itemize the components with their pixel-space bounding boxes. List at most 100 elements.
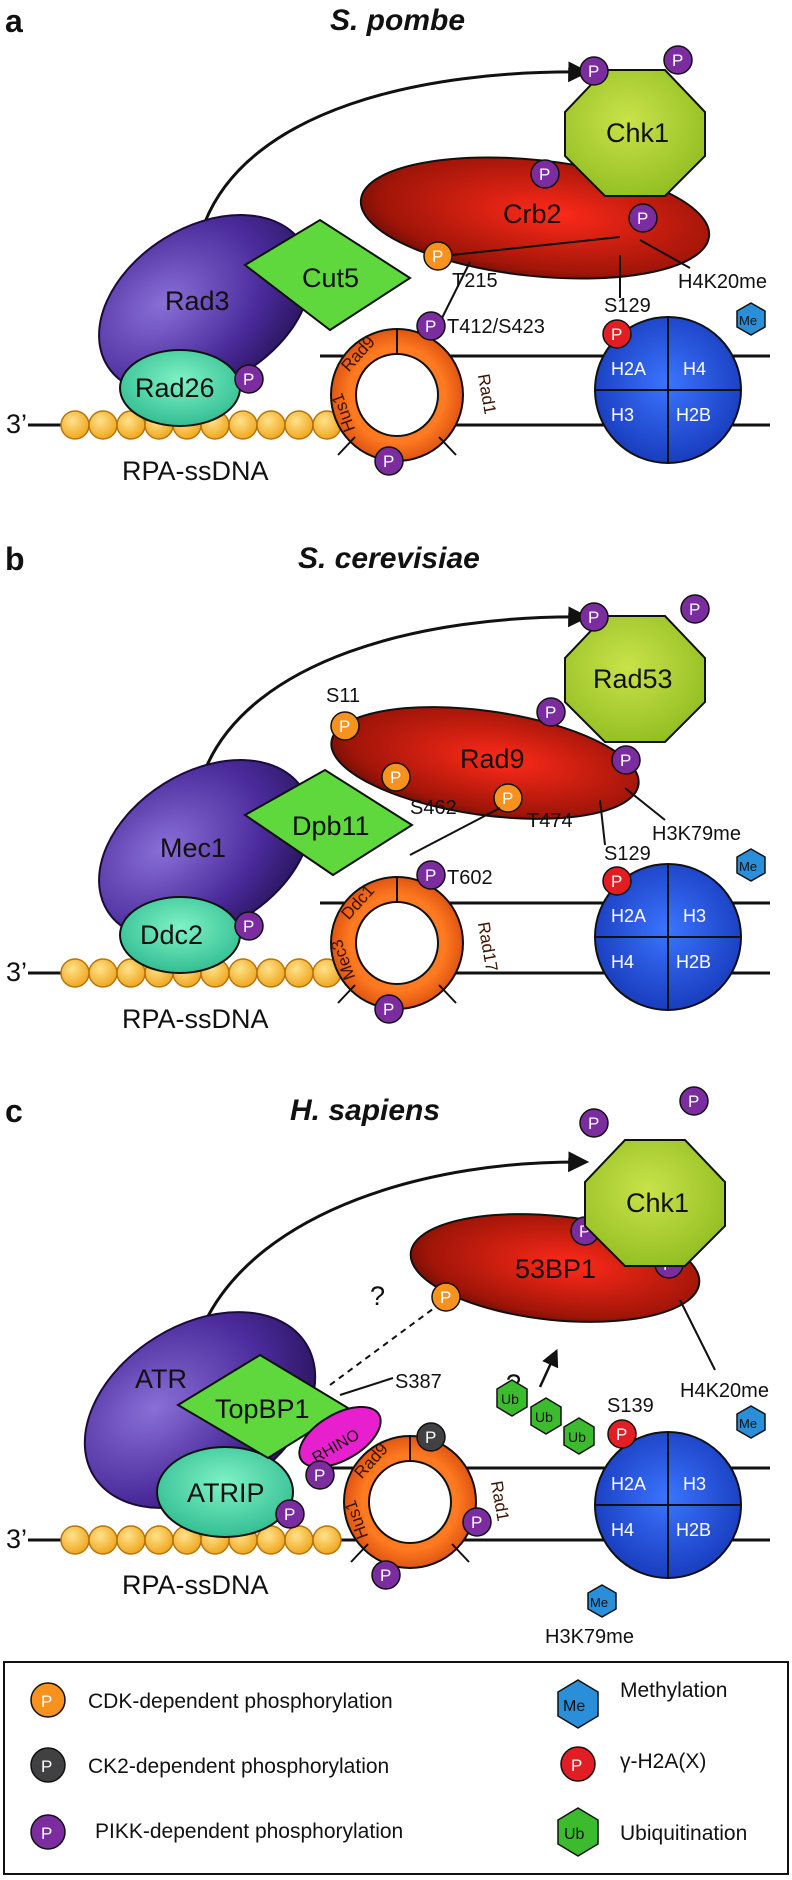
rhino xyxy=(298,1405,382,1469)
svg-text:Me: Me xyxy=(739,313,757,328)
recruitment-arrow xyxy=(538,1348,559,1388)
svg-text:Me: Me xyxy=(563,1698,585,1715)
pikk-phospho: P xyxy=(611,745,641,775)
site-label: H4K20me xyxy=(680,1380,769,1402)
kinase-label: Rad3 xyxy=(165,286,230,316)
svg-text:P: P xyxy=(502,789,513,808)
svg-text:P: P xyxy=(425,866,436,885)
ck2-phospho: P xyxy=(416,1422,446,1452)
site-label: T474 xyxy=(527,810,573,832)
effector-rad53 xyxy=(564,615,706,743)
svg-text:P: P xyxy=(432,247,443,266)
mediator-cut5 xyxy=(243,218,412,332)
svg-text:Ubiquitination: Ubiquitination xyxy=(620,1822,747,1845)
ssdna-label: RPA-ssDNA xyxy=(122,456,269,486)
site-label: H3K79me xyxy=(652,823,741,845)
legend-item-ck2: P CK2-dependent phosphorylation xyxy=(30,1747,389,1783)
pikk-phospho: P xyxy=(374,994,404,1024)
dashed-link xyxy=(329,1299,446,1386)
ssdna-label: RPA-ssDNA xyxy=(122,1004,269,1034)
cdk-phospho: P xyxy=(493,783,523,813)
site-label: H3K79me xyxy=(545,1626,634,1648)
effector-label: Chk1 xyxy=(606,118,669,148)
svg-text:P: P xyxy=(588,1114,599,1133)
adaptor-label: 53BP1 xyxy=(515,1254,596,1284)
gamma-h2a-phospho: P xyxy=(602,866,632,896)
partner-label: ATRIP xyxy=(187,1478,265,1508)
pikk-phospho: P xyxy=(663,45,693,75)
svg-text:PIKK-dependent phosphorylation: PIKK-dependent phosphorylation xyxy=(95,1820,403,1843)
svg-text:P: P xyxy=(588,62,599,81)
activation-arrow xyxy=(203,606,590,771)
link-line xyxy=(451,236,621,256)
svg-text:P: P xyxy=(471,1513,482,1532)
svg-text:P: P xyxy=(243,370,254,389)
svg-text:P: P xyxy=(380,1566,391,1585)
panel-letter: b xyxy=(5,541,25,577)
clamp-911: Rad9 Rad1 Hus1 xyxy=(341,1435,513,1569)
effector-chk1 xyxy=(584,1139,726,1267)
pikk-phospho: P xyxy=(579,1108,609,1138)
adaptor-label: Rad9 xyxy=(460,744,525,774)
pikk-phospho: P xyxy=(530,159,560,189)
site-label: H4K20me xyxy=(678,271,767,293)
nucleosome: H2A H4 H3 H2B xyxy=(594,316,742,464)
ubiquitin-mark: Ub xyxy=(563,1417,595,1455)
svg-text:P: P xyxy=(284,1505,295,1524)
svg-text:P: P xyxy=(588,608,599,627)
svg-text:CK2-dependent phosphorylation: CK2-dependent phosphorylation xyxy=(88,1755,389,1778)
site-label: S462 xyxy=(410,797,457,819)
ssdna-label: RPA-ssDNA xyxy=(122,1570,269,1600)
panel-title: S. pombe xyxy=(330,4,465,37)
link-line xyxy=(441,261,471,319)
activation-arrow xyxy=(203,1151,590,1323)
svg-text:H2A: H2A xyxy=(611,359,646,379)
svg-text:P: P xyxy=(545,703,556,722)
svg-text:H2B: H2B xyxy=(676,952,711,972)
adaptor-rad9 xyxy=(330,706,640,820)
ubiquitin-mark: Ub xyxy=(530,1397,562,1435)
legend-item-gamma-h2ax: P γ-H2A(X) xyxy=(560,1746,706,1782)
svg-text:Rad1: Rad1 xyxy=(474,372,500,415)
svg-text:P: P xyxy=(611,872,622,891)
mediator-label: Cut5 xyxy=(302,263,359,293)
pikk-phospho: P xyxy=(416,311,446,341)
svg-text:P: P xyxy=(41,1824,52,1843)
svg-text:P: P xyxy=(243,917,254,936)
panel-title: H. sapiens xyxy=(290,1094,440,1127)
site-label: T215 xyxy=(452,270,498,292)
svg-text:P: P xyxy=(390,768,401,787)
site-label: S129 xyxy=(604,843,651,865)
svg-text:P: P xyxy=(637,209,648,228)
site-label: S11 xyxy=(326,685,360,707)
question-mark: ? xyxy=(370,1281,385,1311)
effector-label: Rad53 xyxy=(593,664,673,694)
clamp-911: Rad9 Rad1 Hus1 xyxy=(328,328,500,462)
svg-text:Methylation: Methylation xyxy=(620,1679,727,1702)
panel-b: b S. cerevisiae 3’ RPA-ssDNA Mec1 Ddc2 P… xyxy=(5,541,770,1034)
cdk-phospho: P xyxy=(330,711,360,741)
svg-text:P: P xyxy=(383,452,394,471)
site-label: S387 xyxy=(395,1371,442,1393)
panel-a: a S. pombe 3’ RPA-ssDNA Rad3 Rad26 P xyxy=(5,3,770,486)
svg-text:P: P xyxy=(425,1428,436,1447)
clamp-911: Ddc1 Rad17 Mec3 xyxy=(327,876,501,1010)
svg-text:H3: H3 xyxy=(683,906,706,926)
panel-c: c H. sapiens 3’ RPA-ssDNA ATR ATRIP P To… xyxy=(5,1086,770,1648)
panel-letter: c xyxy=(5,1093,23,1129)
link-line xyxy=(599,799,606,846)
svg-text:Ub: Ub xyxy=(564,1826,585,1843)
pikk-phospho: P xyxy=(680,594,710,624)
svg-text:Rad17: Rad17 xyxy=(474,920,501,973)
pikk-phospho: P xyxy=(579,56,609,86)
svg-text:P: P xyxy=(571,1756,582,1775)
ubiquitin-mark: Ub xyxy=(496,1379,528,1417)
legend-item-cdk: P CDK-dependent phosphorylation xyxy=(30,1682,393,1718)
legend-item-pikk: P PIKK-dependent phosphorylation xyxy=(30,1814,403,1850)
legend-box xyxy=(3,1661,789,1875)
svg-text:Rad1: Rad1 xyxy=(487,1479,513,1522)
svg-text:CDK-dependent phosphorylation: CDK-dependent phosphorylation xyxy=(88,1690,393,1713)
nucleosome: H2A H3 H4 H2B xyxy=(594,863,742,1011)
svg-text:P: P xyxy=(672,51,683,70)
